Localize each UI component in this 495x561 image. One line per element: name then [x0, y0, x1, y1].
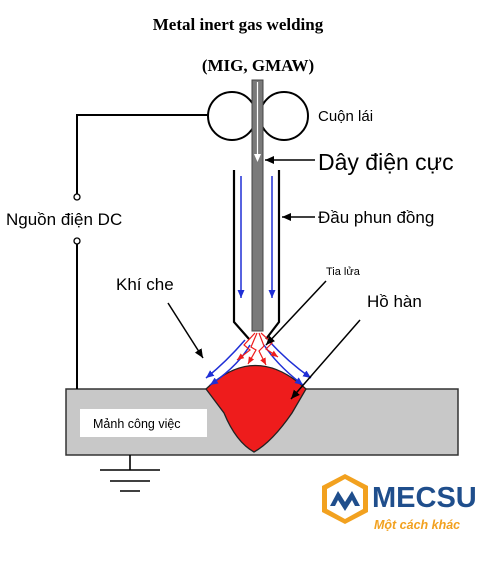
spark-label: Tia lửa [326, 266, 361, 278]
mecsu-logo-icon [322, 474, 368, 524]
dc-terminal-bottom [73, 237, 81, 245]
feed-roller-right [259, 91, 309, 141]
copper-nozzle [232, 170, 281, 340]
weld-pool [205, 364, 307, 453]
shielding-gas-label: Khí che [116, 275, 174, 294]
title-line-1: Metal inert gas welding [153, 15, 324, 34]
workpiece-label: Mảnh công việc [93, 417, 181, 431]
weld-pool-label: Hồ hàn [367, 292, 422, 311]
dc-terminal-top [73, 193, 81, 201]
pointer-arrows [167, 156, 361, 400]
copper-nozzle-label: Đầu phun đồng [318, 208, 434, 227]
dc-circuit-wire [76, 114, 247, 389]
electrode-wire [251, 79, 264, 332]
mecsu-logo-tagline: Một cách khác [374, 518, 460, 532]
electrode-wire-label: Dây điện cực [318, 149, 454, 175]
title-line-2: (MIG, GMAW) [202, 56, 314, 75]
feed-roller-left [207, 91, 257, 141]
mecsu-logo-text: MECSU [372, 482, 477, 514]
ground-icon [100, 455, 160, 492]
workpiece-label-box [80, 409, 207, 437]
electrode-feed-arrowhead [254, 154, 261, 162]
feed-rollers-label: Cuộn lái [318, 108, 373, 125]
dc-source-label: Nguồn điện DC [6, 210, 122, 229]
spark-arrows [236, 332, 279, 366]
mecsu-logo: MECSU Một cách khác [322, 474, 477, 532]
